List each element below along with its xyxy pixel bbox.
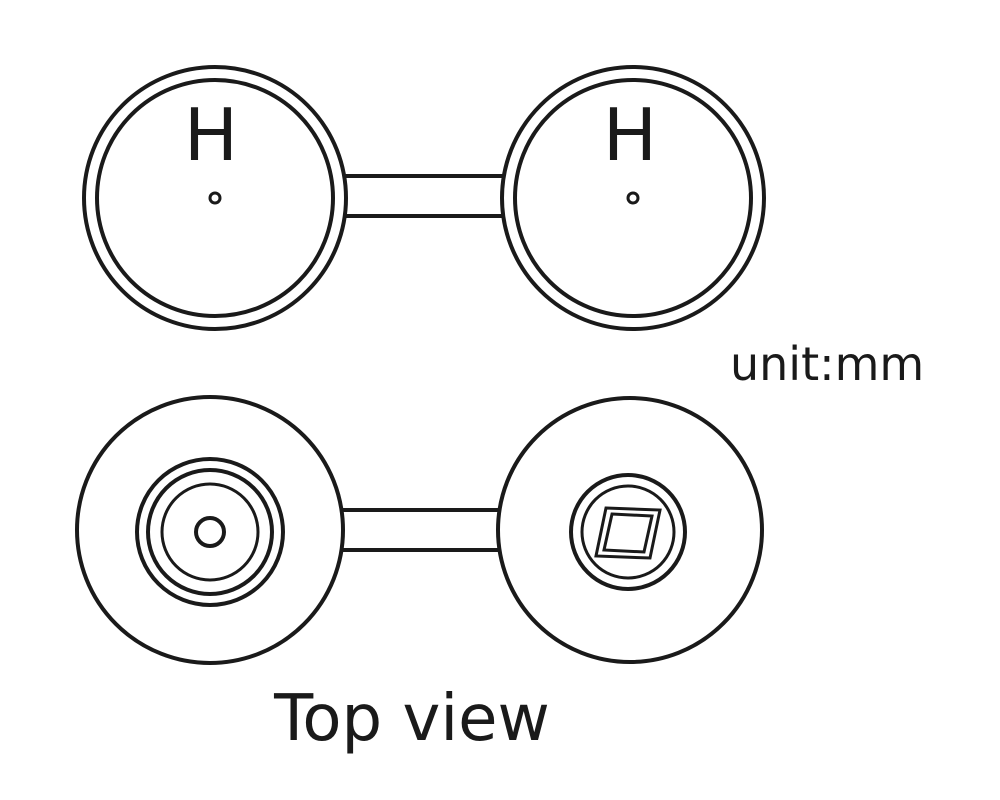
top-bond	[345, 174, 505, 218]
top-right-atom-label: H	[603, 93, 657, 177]
bottom-bond	[335, 508, 500, 552]
bottom-left-atom-outer-circle	[75, 395, 345, 665]
top-left-atom: H	[82, 65, 348, 331]
top-right-atom-inner-ring	[513, 78, 753, 318]
bottom-left-socket-outer-ring	[135, 457, 285, 607]
bottom-right-diamond-peg-outer	[594, 506, 662, 560]
top-right-atom-outer-ring	[500, 65, 766, 331]
bottom-left-atom	[75, 395, 345, 665]
top-right-atom-center-dot	[626, 191, 640, 205]
top-right-atom: H	[500, 65, 766, 331]
top-molecule: H H	[82, 65, 766, 331]
top-left-atom-center-dot	[208, 191, 222, 205]
bottom-right-socket-outer-ring	[569, 473, 687, 591]
bottom-molecule	[75, 395, 764, 665]
bottom-right-diamond-peg-inner	[602, 512, 654, 554]
bottom-right-atom	[496, 396, 764, 664]
bottom-right-atom-outer-circle	[496, 396, 764, 664]
bottom-left-socket-inner-ring	[160, 482, 260, 582]
unit-label: unit:mm	[730, 337, 924, 391]
top-left-atom-label: H	[184, 93, 238, 177]
top-left-atom-inner-ring	[95, 78, 335, 318]
bottom-left-socket-hole	[194, 516, 226, 548]
bottom-right-socket-inner-ring	[580, 484, 676, 580]
bottom-left-socket-middle-ring	[146, 468, 274, 596]
view-caption: Top view	[273, 682, 550, 756]
top-left-atom-outer-ring	[82, 65, 348, 331]
